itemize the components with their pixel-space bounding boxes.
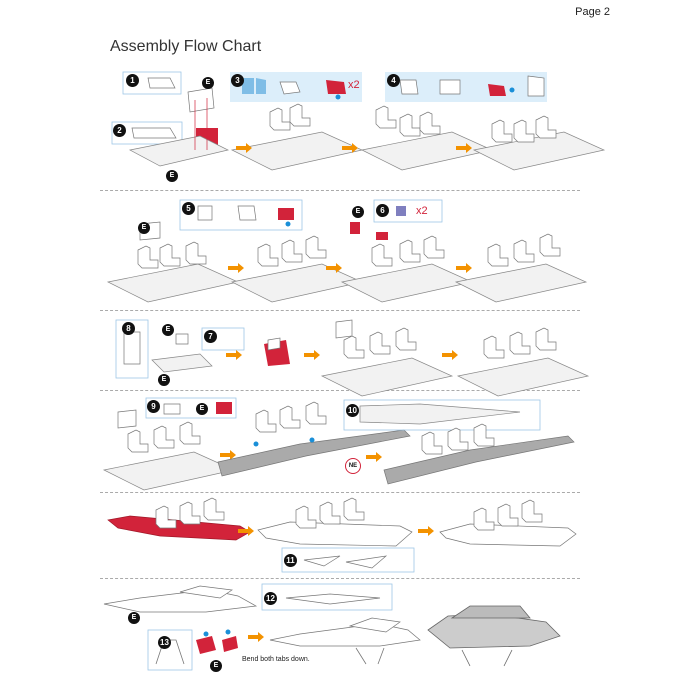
bend-tabs-note: Bend both tabs down. bbox=[242, 656, 310, 663]
step-7-8-callout bbox=[115, 319, 320, 379]
step-2-badge: 2 bbox=[113, 124, 126, 137]
step-1-badge: 1 bbox=[126, 74, 139, 87]
page-title: Assembly Flow Chart bbox=[110, 38, 262, 55]
step-3-callout bbox=[230, 72, 362, 102]
e-badge: E bbox=[162, 324, 174, 336]
step-7-badge: 7 bbox=[204, 330, 217, 343]
step-5-badge: 5 bbox=[182, 202, 195, 215]
step-12-badge: 12 bbox=[264, 592, 277, 605]
x2-multiplier: x2 bbox=[348, 79, 360, 91]
ne-badge: NE bbox=[345, 458, 361, 474]
step-11-assembly bbox=[107, 497, 577, 573]
cabin-assembly-row-2 bbox=[107, 221, 587, 303]
section-divider bbox=[100, 190, 580, 191]
section-divider bbox=[100, 310, 580, 311]
section-divider bbox=[100, 390, 580, 391]
step-3-badge: 3 bbox=[231, 74, 244, 87]
cabin-assembly-row-1 bbox=[231, 103, 605, 171]
step-11-badge: 11 bbox=[284, 554, 297, 567]
step-13-badge: 13 bbox=[158, 636, 171, 649]
e-badge: E bbox=[352, 206, 364, 218]
cabin-assembly-row-3 bbox=[321, 319, 589, 397]
step-6-badge: 6 bbox=[376, 204, 389, 217]
e-badge: E bbox=[128, 612, 140, 624]
step-9-10-assembly bbox=[103, 397, 575, 491]
step-4-callout bbox=[385, 72, 547, 102]
x2-multiplier: x2 bbox=[416, 205, 428, 217]
e-badge: E bbox=[138, 222, 150, 234]
e-badge: E bbox=[202, 77, 214, 89]
step-1-2-callout bbox=[111, 71, 230, 167]
step-10-badge: 10 bbox=[346, 404, 359, 417]
page-number: Page 2 bbox=[575, 6, 610, 18]
section-divider bbox=[100, 578, 580, 579]
e-badge: E bbox=[158, 374, 170, 386]
step-4-badge: 4 bbox=[387, 74, 400, 87]
e-badge: E bbox=[210, 660, 222, 672]
section-divider bbox=[100, 492, 580, 493]
step-9-badge: 9 bbox=[147, 400, 160, 413]
step-8-badge: 8 bbox=[122, 322, 135, 335]
e-badge: E bbox=[196, 403, 208, 415]
e-badge: E bbox=[166, 170, 178, 182]
step-12-13-airplane bbox=[103, 583, 561, 671]
step-5-6-callout bbox=[179, 199, 443, 240]
